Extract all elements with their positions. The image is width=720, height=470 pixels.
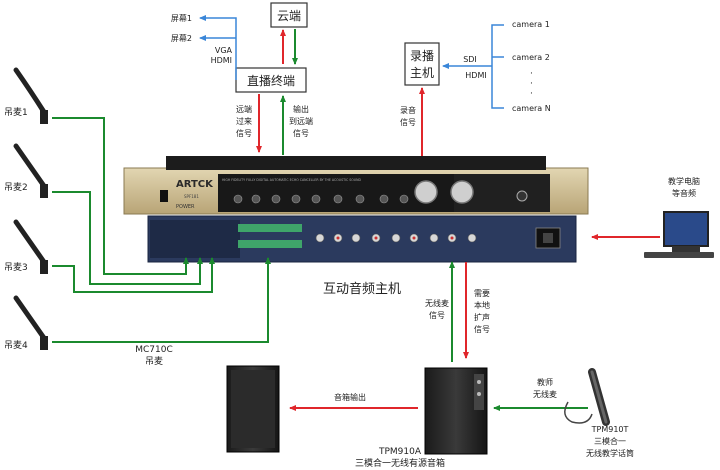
svg-text:本地: 本地 <box>474 300 490 310</box>
svg-text:信号: 信号 <box>474 324 490 334</box>
mic-4-label: 吊麦4 <box>4 339 28 351</box>
passive-speaker <box>226 365 280 453</box>
handheld-mic <box>564 368 610 426</box>
svg-text:无线麦: 无线麦 <box>425 298 449 308</box>
teaching-pc: 教学电脑 等音频 <box>644 176 714 258</box>
svg-text:吊麦: 吊麦 <box>145 355 163 367</box>
svg-text:无线教学话筒: 无线教学话筒 <box>586 448 634 458</box>
ellipsis-dot-1: · <box>530 69 533 79</box>
ellipsis-dot-3: · <box>530 89 533 99</box>
panel-header-text: HIGH FIDELITY FULLY DIGITAL AUTOMATIC EC… <box>222 178 362 182</box>
power-label: POWER <box>176 204 195 210</box>
svg-text:信号: 信号 <box>429 310 445 320</box>
svg-text:信号: 信号 <box>293 128 309 138</box>
svg-text:MC710C: MC710C <box>135 345 173 355</box>
pc-label-2: 等音频 <box>672 188 696 198</box>
broadcast-terminal-box: 直播终端 <box>235 67 307 93</box>
pc-label-1: 教学电脑 <box>668 176 700 186</box>
svg-text:扩声: 扩声 <box>474 312 490 322</box>
broadcast-terminal-label: 直播终端 <box>247 73 295 88</box>
svg-text:过来: 过来 <box>236 116 252 126</box>
svg-text:到远端: 到远端 <box>289 116 313 126</box>
audio-host-rear-panel <box>147 215 577 263</box>
mic-signal-lines <box>52 117 271 343</box>
screen-output-lines: 屏幕1 屏幕2 VGA HDMI <box>171 13 237 80</box>
cloud-box: 云端 <box>270 2 308 28</box>
active-speaker-label: TPM910A 三模合一无线有源音箱 <box>355 447 445 469</box>
mic-1-label: 吊麦1 <box>4 106 28 118</box>
model-code-label: SPF181 <box>184 194 199 199</box>
svg-text:录音: 录音 <box>400 105 416 115</box>
recorder-label-1: 录播 <box>410 49 434 63</box>
svg-text:无线麦: 无线麦 <box>533 389 557 399</box>
cameraN-label: camera N <box>512 104 551 113</box>
audio-host-front-panel: ARTCK POWER HIGH FIDELITY FULLY DIGITAL … <box>123 156 589 215</box>
svg-text:信号: 信号 <box>236 128 252 138</box>
output-remote-label: 输出 到远端 信号 <box>289 104 313 138</box>
local-amp-signal-label: 需要 本地 扩声 信号 <box>474 289 490 334</box>
volume-knob-left <box>414 180 438 204</box>
mic-1: 吊麦1 <box>4 67 48 124</box>
svg-text:输出: 输出 <box>293 104 309 114</box>
cloud-label: 云端 <box>277 9 301 23</box>
device-name-label: 互动音频主机 <box>323 281 401 297</box>
svg-text:需要: 需要 <box>474 289 490 298</box>
recorder-hdmi-label: HDMI <box>465 71 486 80</box>
record-signal-label: 录音 信号 <box>400 105 416 127</box>
recorder-label-2: 主机 <box>410 66 434 80</box>
headphone-jack <box>516 190 528 202</box>
mic-3-label: 吊麦3 <box>4 261 28 273</box>
mic-2: 吊麦2 <box>4 143 48 198</box>
ellipsis-dot-2: · <box>530 79 533 89</box>
active-speaker <box>424 367 488 455</box>
sdi-label: SDI <box>463 55 477 64</box>
svg-text:教师: 教师 <box>537 377 553 387</box>
phoenix-terminals <box>238 224 302 248</box>
svg-text:三模合一: 三模合一 <box>594 436 626 446</box>
camera-input-lines: SDI HDMI camera 1 camera 2 · · · camera … <box>442 20 551 113</box>
hdmi-label: HDMI <box>211 56 232 65</box>
svg-text:远端: 远端 <box>236 104 252 114</box>
vga-label: VGA <box>215 46 233 55</box>
screen2-label: 屏幕2 <box>171 33 192 43</box>
svg-text:TPM910T: TPM910T <box>591 425 629 434</box>
mic-3: 吊麦3 <box>4 219 48 274</box>
rca-jack-centers <box>336 236 454 240</box>
wireless-mic-signal-label: 无线麦 信号 <box>425 298 449 320</box>
mic-4: 吊麦4 <box>4 295 48 351</box>
svg-text:TPM910A: TPM910A <box>378 447 422 457</box>
handheld-mic-label: TPM910T 三模合一 无线教学话筒 <box>586 425 634 458</box>
remote-signal-label: 远端 过来 信号 <box>236 104 252 138</box>
screen1-label: 屏幕1 <box>171 13 192 23</box>
camera1-label: camera 1 <box>512 20 550 29</box>
mic-model-label: MC710C 吊麦 <box>135 345 173 367</box>
teacher-mic-label: 教师 无线麦 <box>533 377 557 399</box>
speaker-output-label: 音箱输出 <box>334 392 366 402</box>
svg-text:信号: 信号 <box>400 117 416 127</box>
volume-knob-right <box>450 180 474 204</box>
recorder-box: 录播 主机 <box>404 42 440 86</box>
svg-text:三模合一无线有源音箱: 三模合一无线有源音箱 <box>355 457 445 469</box>
mic-2-label: 吊麦2 <box>4 181 28 193</box>
brand-label: ARTCK <box>176 179 214 190</box>
camera2-label: camera 2 <box>512 53 550 62</box>
power-switch <box>160 190 168 202</box>
